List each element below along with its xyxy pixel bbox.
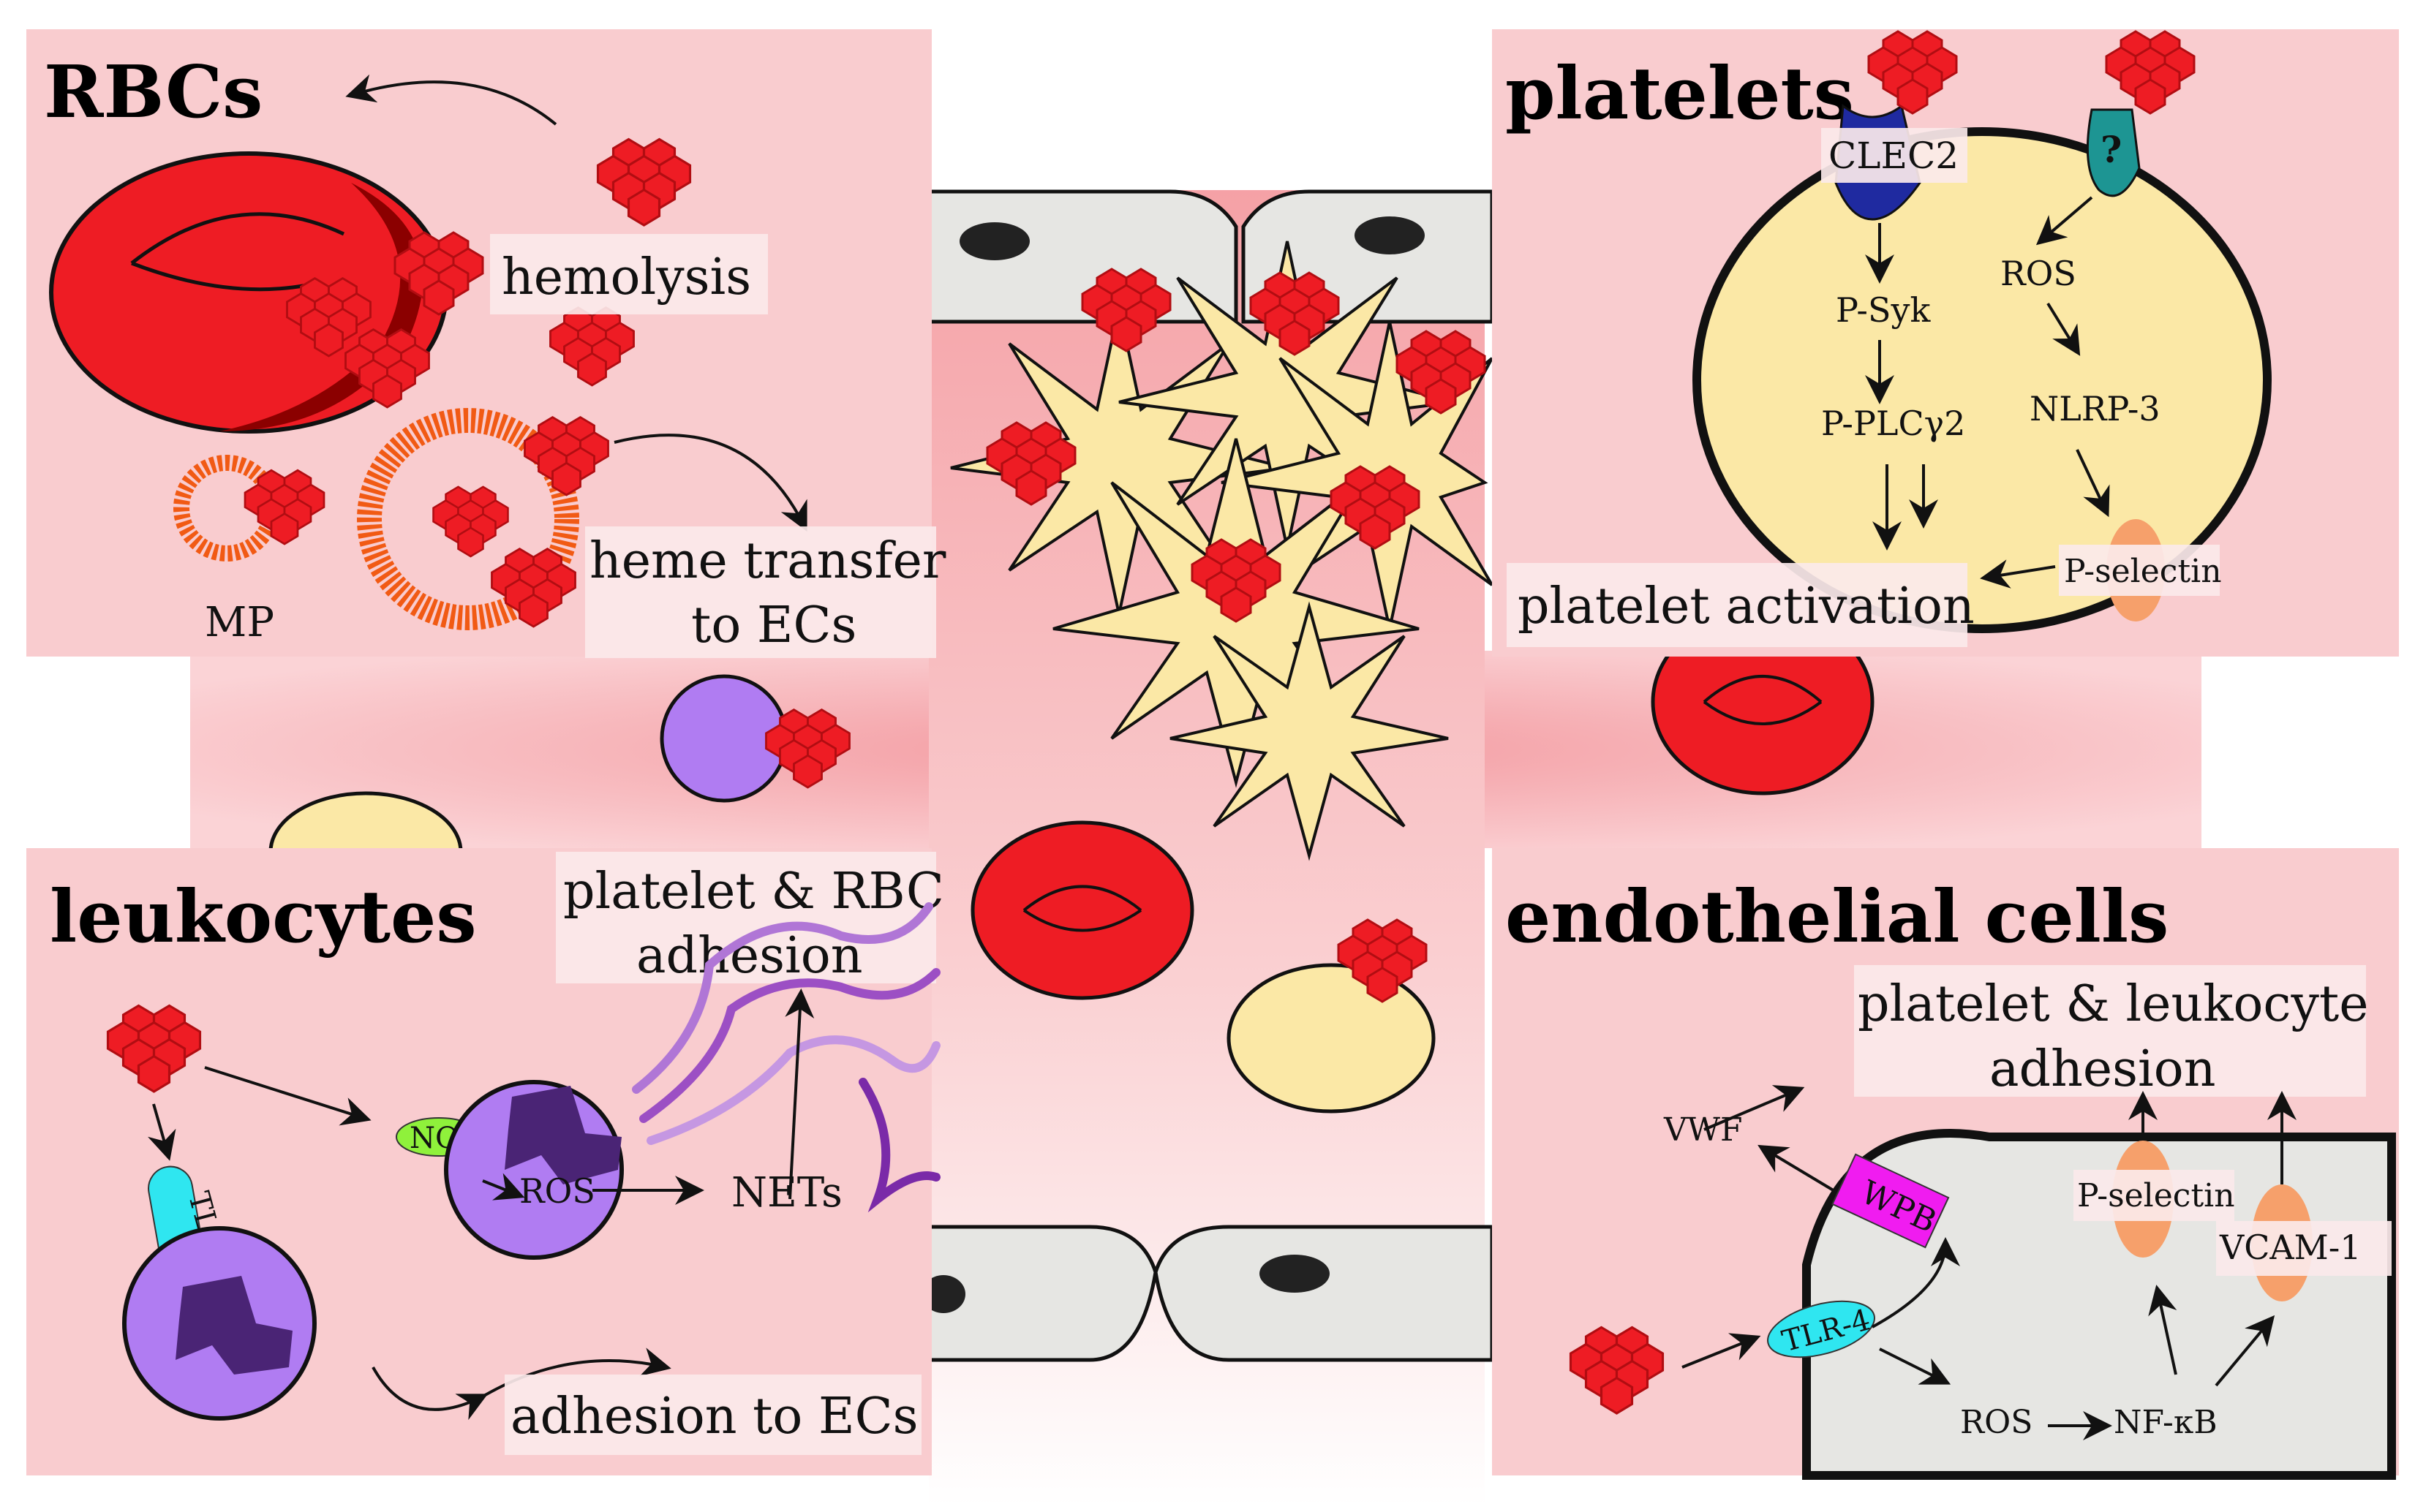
label-vwf: VWF [1663, 1111, 1743, 1149]
panel-leukocytes-title: leukocytes [50, 875, 477, 959]
label-unknown-receptor: ? [2101, 128, 2122, 171]
label-ros: ROS [1960, 1404, 2032, 1441]
rbc-circulating [971, 820, 1194, 1000]
label-heme-transfer-2: to ECs [691, 597, 856, 654]
endothelial-nucleus [960, 222, 1030, 260]
label-mp: MP [205, 599, 274, 646]
label-plt-leuk-adhesion-1: platelet & leukocyte [1858, 975, 2368, 1033]
endothelial-cell-bottom-left [927, 1225, 1158, 1362]
label-plt-rbc-adhesion-1: platelet & RBC [563, 863, 944, 921]
panel-rbcs: RBCs hemolysis MP heme transfer to ECs [26, 29, 946, 658]
panel-platelets: platelets CLEC2 ? P-Syk P-PLCγ2 ROS NLRP… [1492, 29, 2399, 657]
label-ros: ROS [2000, 254, 2076, 293]
label-pselectin: P-selectin [2077, 1177, 2235, 1214]
panel-platelets-title: platelets [1505, 52, 1854, 136]
endothelial-nucleus [1355, 216, 1425, 254]
endothelial-cell-body [1802, 1129, 2396, 1480]
rbc-vesicle [357, 408, 579, 630]
label-adhesion-to-ecs: adhesion to ECs [510, 1388, 919, 1445]
panel-rbcs-title: RBCs [44, 50, 263, 135]
panel-endothelial-title: endothelial cells [1505, 875, 2169, 959]
label-nfkb: NF-κB [2114, 1404, 2218, 1441]
endothelial-cell-bottom-right [1153, 1225, 1494, 1362]
label-nlrp3: NLRP-3 [2030, 389, 2160, 428]
platelet-circulating [1227, 963, 1436, 1114]
tlr4-receptor [1767, 1300, 1875, 1358]
label-clec2: CLEC2 [1828, 135, 1959, 177]
wpb-granule [1831, 1153, 1950, 1249]
leukocyte-nucleus [176, 1276, 293, 1375]
blood-vessel [190, 189, 2201, 1506]
platelet-large [1692, 127, 2272, 633]
panel-endothelial: endothelial cells platelet & leukocyte a… [1492, 848, 2399, 1480]
label-plt-leuk-adhesion-2: adhesion [1989, 1040, 2216, 1098]
nets-strands [632, 902, 941, 1213]
label-vcam1: VCAM-1 [2219, 1228, 2362, 1267]
leukocyte-nucleus [505, 1086, 622, 1184]
label-platelet-activation: platelet activation [1518, 578, 1975, 635]
label-pselectin: P-selectin [2064, 553, 2222, 590]
unknown-receptor [2086, 108, 2141, 197]
label-hemolysis: hemolysis [502, 249, 751, 306]
endothelial-nucleus [922, 1275, 965, 1313]
label-heme-transfer-1: heme transfer [589, 532, 946, 590]
endothelial-nucleus [1259, 1255, 1330, 1293]
label-psyk: P-Syk [1836, 290, 1931, 330]
label-nets: NETs [731, 1169, 843, 1217]
label-pplc: P-PLCγ2 [1821, 404, 1965, 443]
label-ros: ROS [519, 1171, 595, 1211]
panel-leukocytes: leukocytes platelet & RBC adhesion NOx R… [26, 848, 944, 1475]
